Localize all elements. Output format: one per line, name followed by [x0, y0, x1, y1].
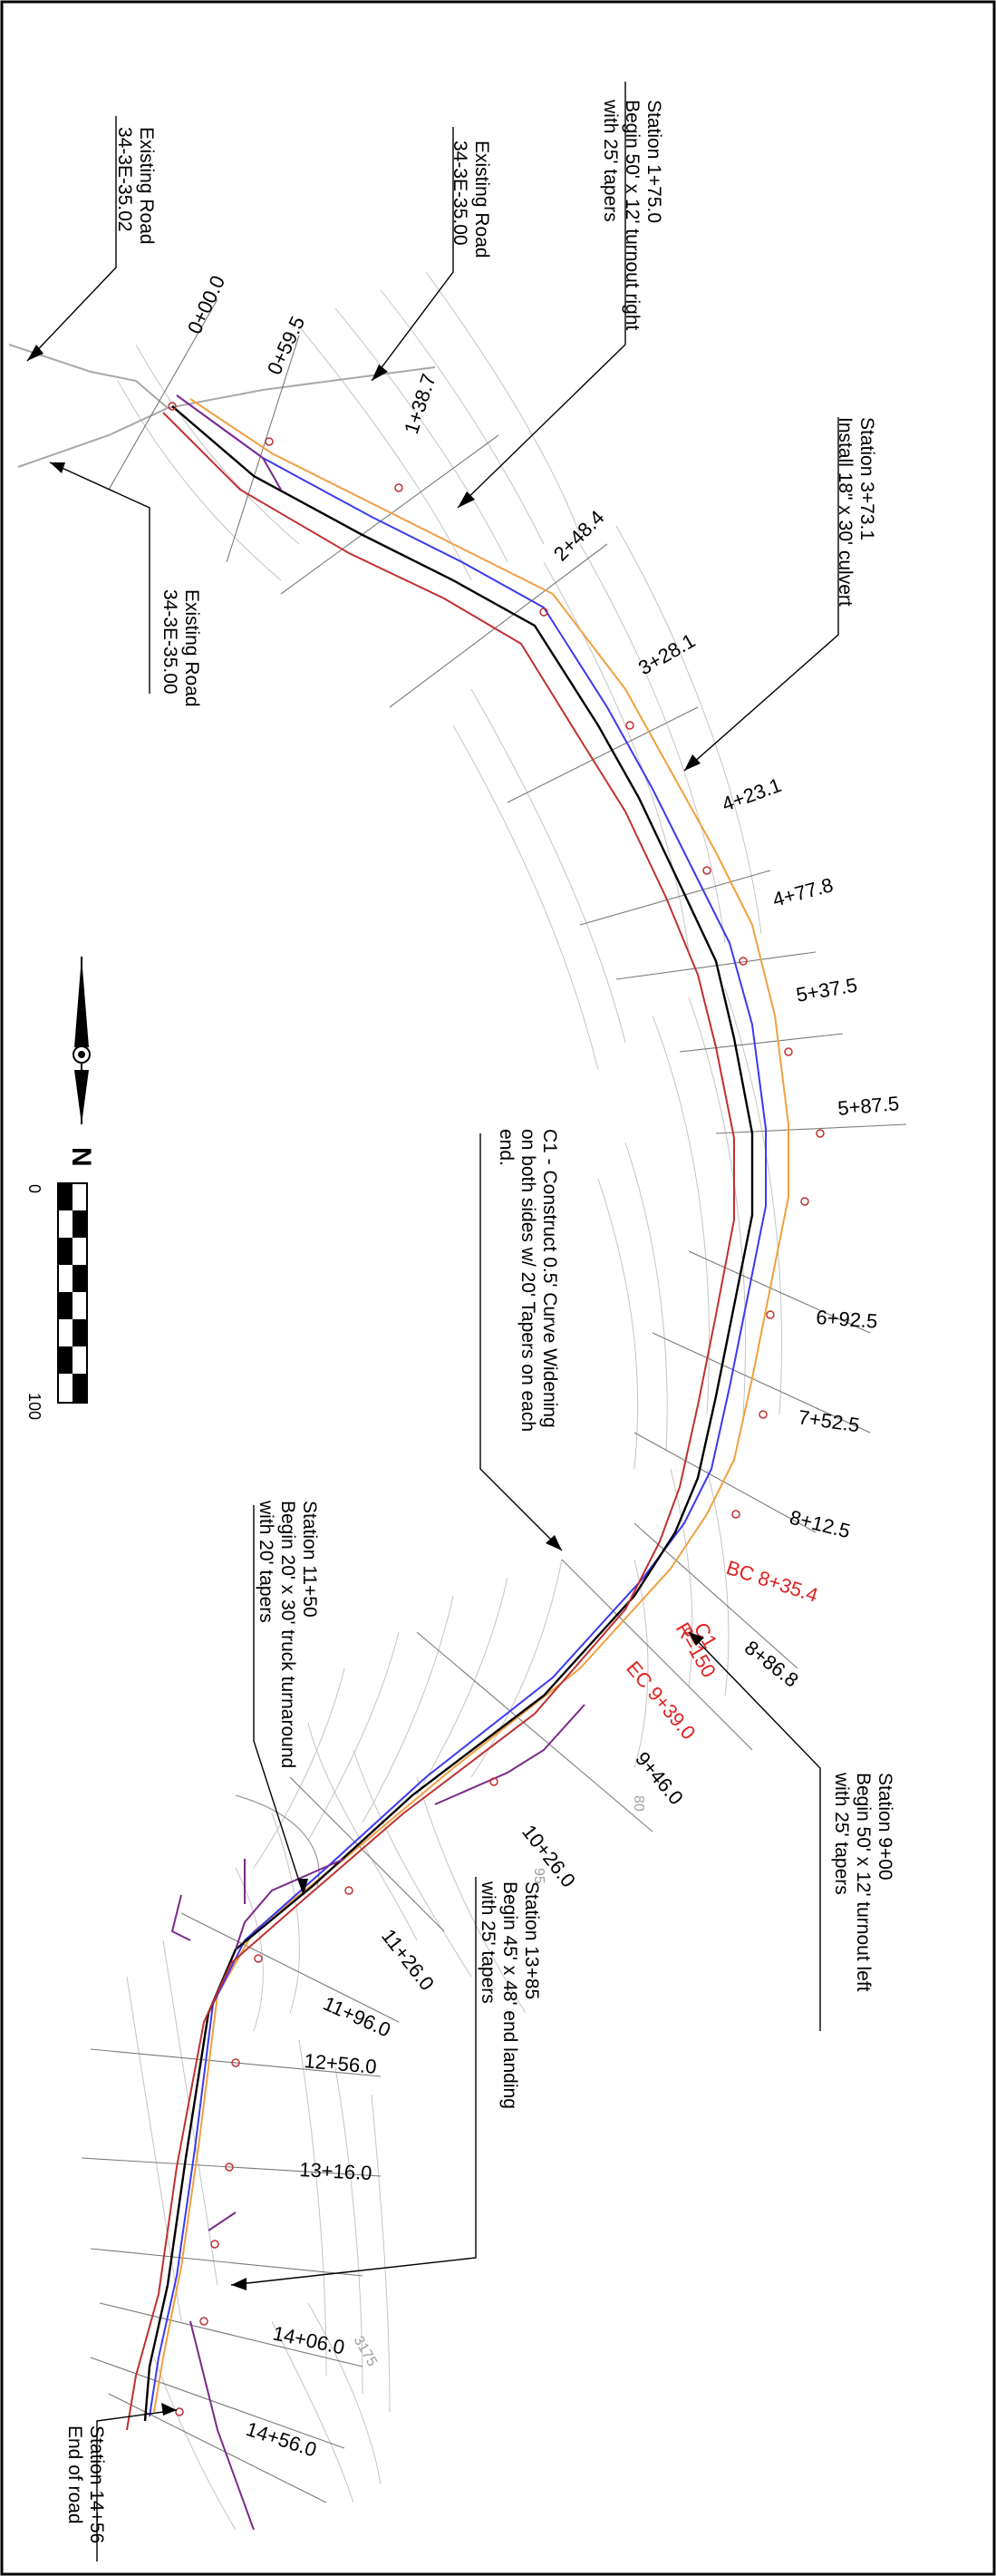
- station-label: 5+37.5: [795, 974, 859, 1006]
- station-label: 4+77.8: [770, 873, 836, 911]
- contour-label: 3175: [351, 2334, 381, 2369]
- ec-label: EC 9+39.0: [622, 1657, 700, 1744]
- station-label: 11+96.0: [320, 1992, 394, 2042]
- station-label: 0+00.0: [183, 272, 229, 337]
- note-line: Existing Road: [471, 141, 492, 258]
- station-label: 2+48.4: [549, 506, 609, 566]
- edge-purple: [170, 394, 585, 2531]
- road-edges: [126, 394, 789, 2531]
- note-line: Begin 20' x 30' truck turnaround: [277, 1501, 298, 1768]
- scale-min-label: 0: [25, 1184, 44, 1193]
- station-ticks: [168, 402, 825, 2416]
- station-label: 1+38.7: [400, 371, 440, 436]
- note-existing-road-3: Existing Road 34-3E-35.00: [160, 589, 202, 707]
- note-existing-road-1: Existing Road 34-3E-35.02: [114, 127, 157, 245]
- note-line: with 20' tapers: [256, 1500, 276, 1623]
- note-line: Install 18" x 30' culvert: [835, 417, 856, 607]
- cross-section-lines: [81, 298, 907, 2503]
- note-line: Station 9+00: [875, 1773, 895, 1881]
- note-line: Station 13+85: [521, 1881, 542, 1999]
- contour-label: 80: [631, 1795, 646, 1812]
- station-label: 4+23.1: [719, 773, 784, 816]
- note-line: End of road: [64, 2425, 85, 2524]
- station-label: 8+86.8: [740, 1636, 803, 1692]
- note-line: Station 14+56: [86, 2425, 107, 2543]
- edge-red: [126, 412, 735, 2431]
- note-curve-widening: C1 - Construct 0.5' Curve Widening on bo…: [496, 1129, 560, 1432]
- station-label: 0+59.5: [263, 313, 309, 378]
- note-line: 34-3E-35.02: [114, 127, 135, 232]
- note-line: 34-3E-35.00: [160, 589, 180, 695]
- scale-max-label: 100: [25, 1393, 44, 1420]
- note-line: with 25' tapers: [478, 1881, 498, 2004]
- note-line: on both sides w/ 20' Tapers on each: [517, 1129, 538, 1432]
- station-label: 11+26.0: [377, 1925, 439, 1995]
- leader-lines: [26, 82, 839, 2561]
- note-line: Begin 45' x 48' end landing: [499, 1881, 520, 2109]
- station-label: 3+28.1: [634, 629, 699, 680]
- note-line: 34-3E-35.00: [450, 141, 470, 246]
- station-label: 7+52.5: [797, 1405, 861, 1436]
- note-line: with 25' tapers: [831, 1772, 852, 1895]
- note-line: Station 1+75.0: [643, 100, 664, 223]
- note-turnout-right: Station 1+75.0 Begin 50' x 12' turnout r…: [600, 99, 664, 331]
- note-truck-turnaround: Station 11+50 Begin 20' x 30' truck turn…: [256, 1500, 320, 1768]
- station-label: 13+16.0: [299, 2158, 372, 2184]
- note-turnout-left: Station 9+00 Begin 50' x 12' turnout lef…: [831, 1772, 895, 1992]
- note-existing-road-2: Existing Road 34-3E-35.00: [450, 141, 492, 258]
- note-line: Begin 50' x 12' turnout right: [622, 100, 643, 331]
- edge-blue: [149, 394, 767, 2417]
- note-end-of-road: Station 14+56 End of road: [64, 2425, 107, 2543]
- station-label: 6+92.5: [816, 1306, 878, 1333]
- north-letter: N: [66, 1147, 96, 1167]
- bc-label: BC 8+35.4: [723, 1556, 820, 1607]
- note-line: C1 - Construct 0.5' Curve Widening: [539, 1129, 560, 1428]
- edge-orange: [153, 398, 789, 2413]
- note-line: Station 11+50: [299, 1501, 320, 1618]
- note-line: Existing Road: [181, 589, 202, 707]
- scale-bar: 0 100: [25, 1182, 88, 1420]
- note-end-landing: Station 13+85 Begin 45' x 48' end landin…: [478, 1881, 542, 2109]
- note-culvert: Station 3+73.1 Install 18" x 30' culvert: [835, 417, 877, 607]
- note-line: with 25' tapers: [600, 99, 621, 222]
- station-label: 12+56.0: [304, 2049, 378, 2078]
- station-label: 8+12.5: [788, 1506, 853, 1543]
- note-line: Existing Road: [136, 127, 157, 245]
- north-arrow-icon: N: [66, 957, 96, 1167]
- contour-label: 95: [531, 1868, 546, 1884]
- station-label: 14+56.0: [243, 2417, 319, 2462]
- terrain-contours: [117, 271, 782, 2531]
- note-line: Station 3+73.1: [856, 417, 877, 540]
- station-label: 5+87.5: [836, 1092, 900, 1120]
- note-line: Begin 50' x 12' turnout left: [853, 1773, 874, 1992]
- note-line: end.: [496, 1129, 517, 1166]
